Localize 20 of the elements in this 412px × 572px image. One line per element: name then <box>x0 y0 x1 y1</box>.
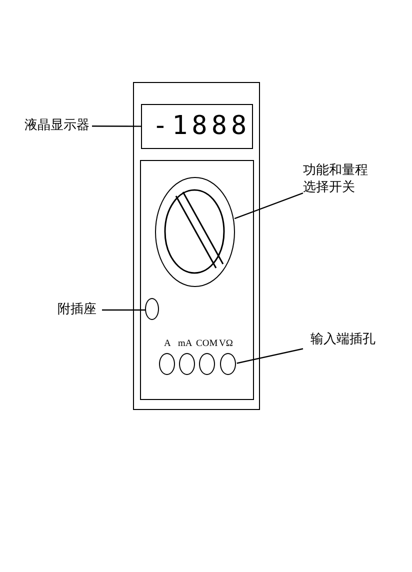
panel-box <box>140 160 254 400</box>
leader-line <box>234 192 304 220</box>
socket-hole <box>220 353 236 375</box>
jack-label: A <box>164 339 171 349</box>
jack-label: mA <box>178 339 192 349</box>
leader-line <box>92 126 141 127</box>
jack-label: VΩ <box>219 339 233 349</box>
callout-text: 功能和量程选择开关 <box>303 163 369 197</box>
socket-hole <box>179 353 195 375</box>
socket-hole <box>145 298 159 320</box>
socket-hole <box>159 353 175 375</box>
leader-line <box>102 309 146 311</box>
callout-text: 液晶显示器 <box>24 118 90 134</box>
jack-label: COM <box>196 339 218 349</box>
socket-hole <box>199 353 215 375</box>
callout-text: 输入端插孔 <box>310 332 376 348</box>
callout-text: 附插座 <box>58 302 96 318</box>
lcd-display: -1888 <box>140 104 252 148</box>
leader-line <box>236 348 304 364</box>
multimeter-body <box>133 82 260 410</box>
